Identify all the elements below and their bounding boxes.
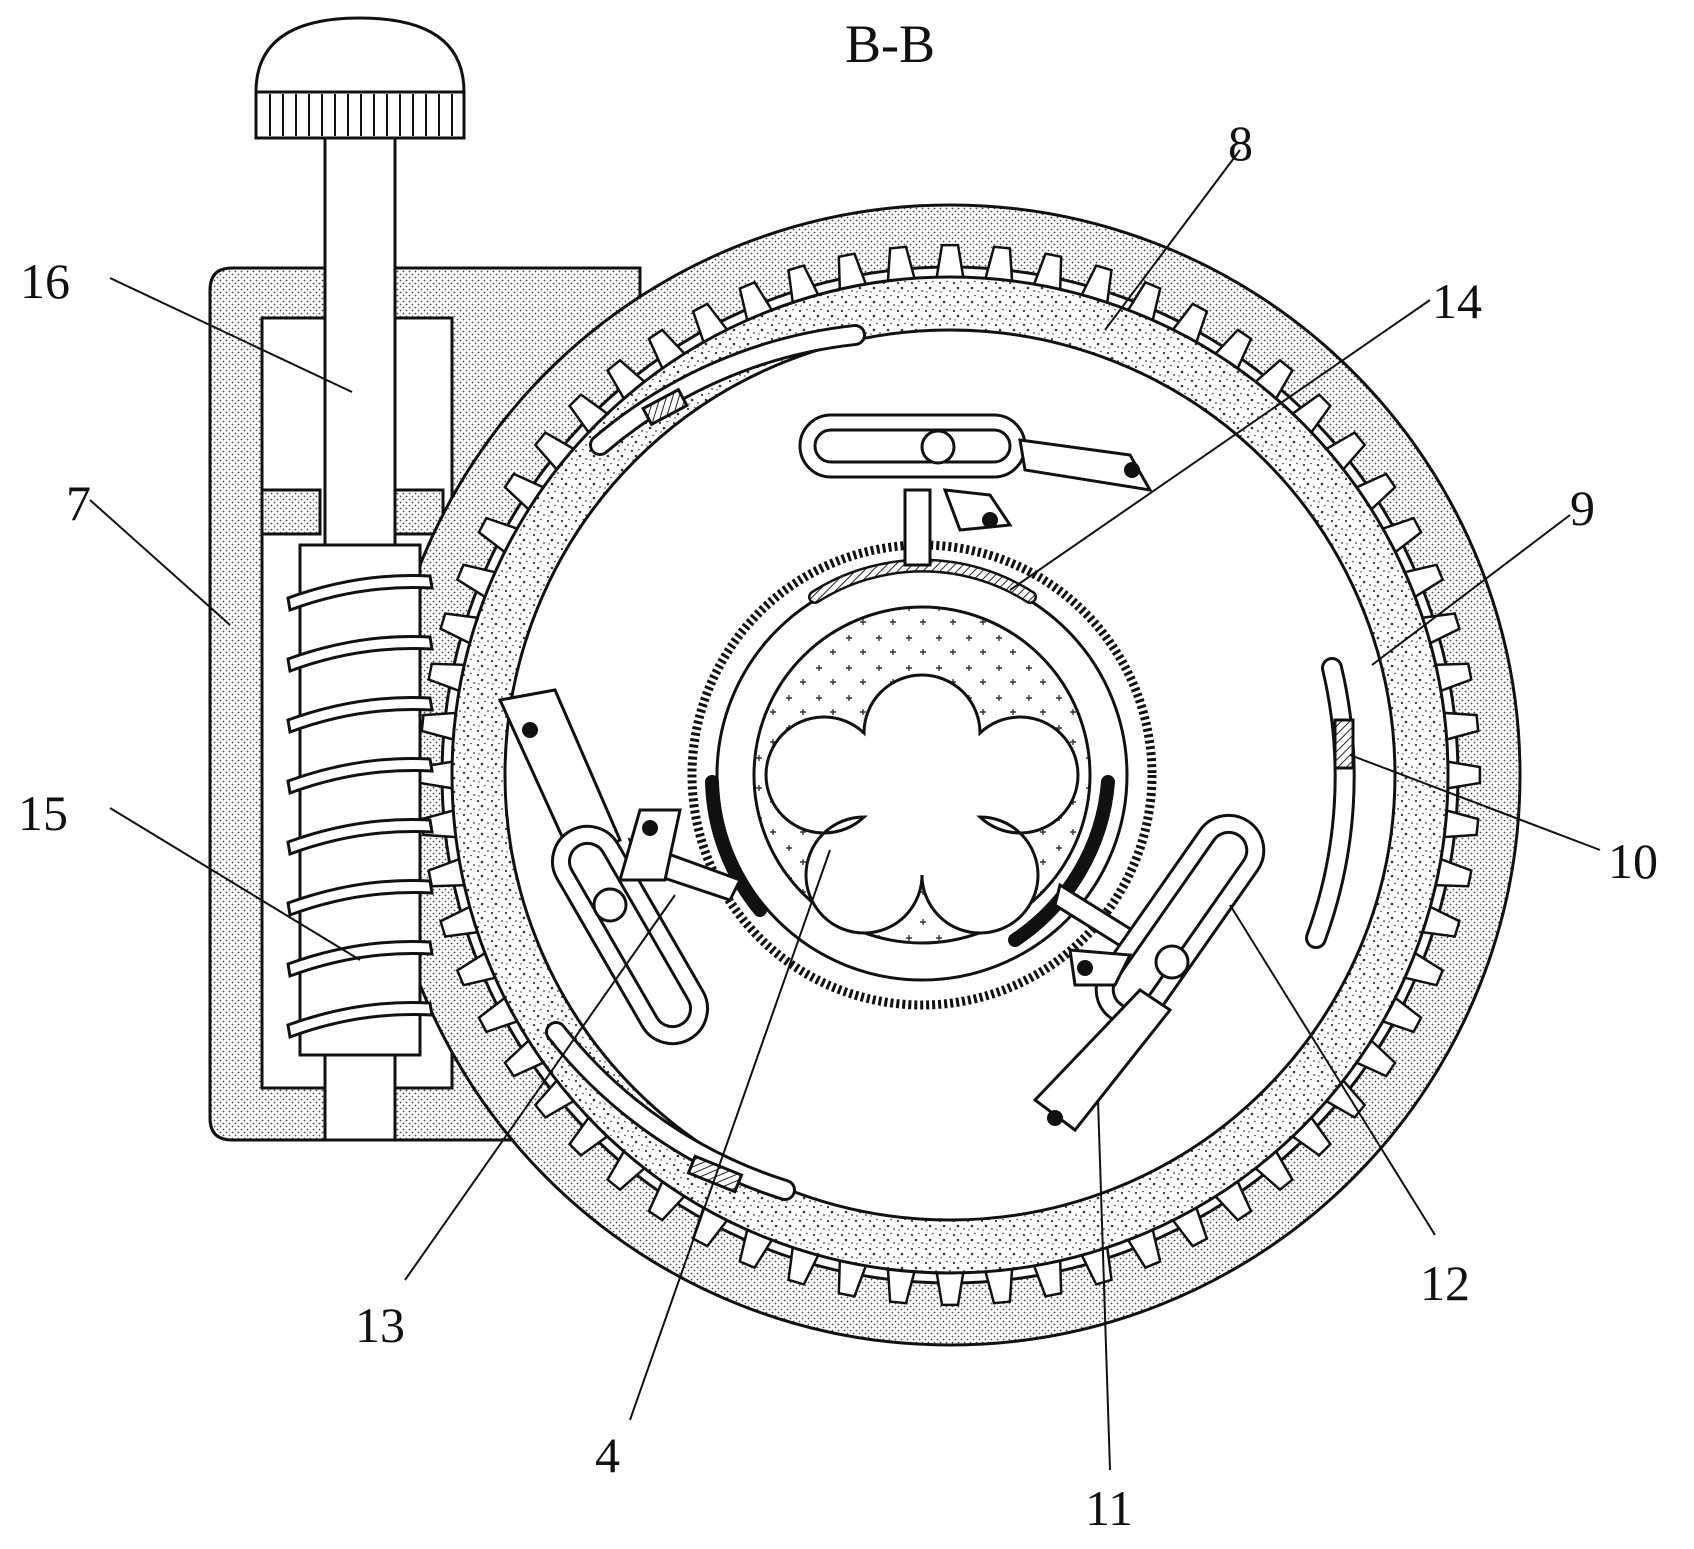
spring-coil [286,817,434,857]
label-10: 10 [1608,833,1658,889]
knob-knurling [269,94,453,136]
right-linkage [1032,813,1266,1133]
label-4: 4 [595,1427,620,1483]
label-13: 13 [355,1297,405,1353]
spring-coil [286,695,434,735]
gear-tooth [934,1269,966,1307]
label-7: 7 [66,475,91,531]
label-16: 16 [20,253,70,309]
gear-tooth [1444,759,1482,791]
spring-coil [286,634,434,674]
part-labels: 16 7 15 8 14 9 10 12 11 4 13 [18,115,1658,1536]
spring-coil [286,939,434,979]
label-9: 9 [1570,480,1595,536]
label-15: 15 [18,785,68,841]
top-linkage [798,413,1153,567]
label-12: 12 [1420,1255,1470,1311]
spring-coil [286,573,434,613]
leader-lines [89,149,1601,1471]
spring [286,573,434,1040]
four-lobe-opening [764,673,1080,935]
label-8: 8 [1228,115,1253,171]
label-11: 11 [1085,1480,1133,1536]
spring-coil [286,1000,434,1040]
spring-coil [286,878,434,918]
gear-tooth [934,243,966,281]
inner-sleeve [687,540,1157,1010]
section-title: B-B [845,14,935,74]
plunger [254,16,466,1142]
outer-arc-slots [545,324,1356,1201]
label-14: 14 [1432,273,1482,329]
spring-coil [286,756,434,796]
